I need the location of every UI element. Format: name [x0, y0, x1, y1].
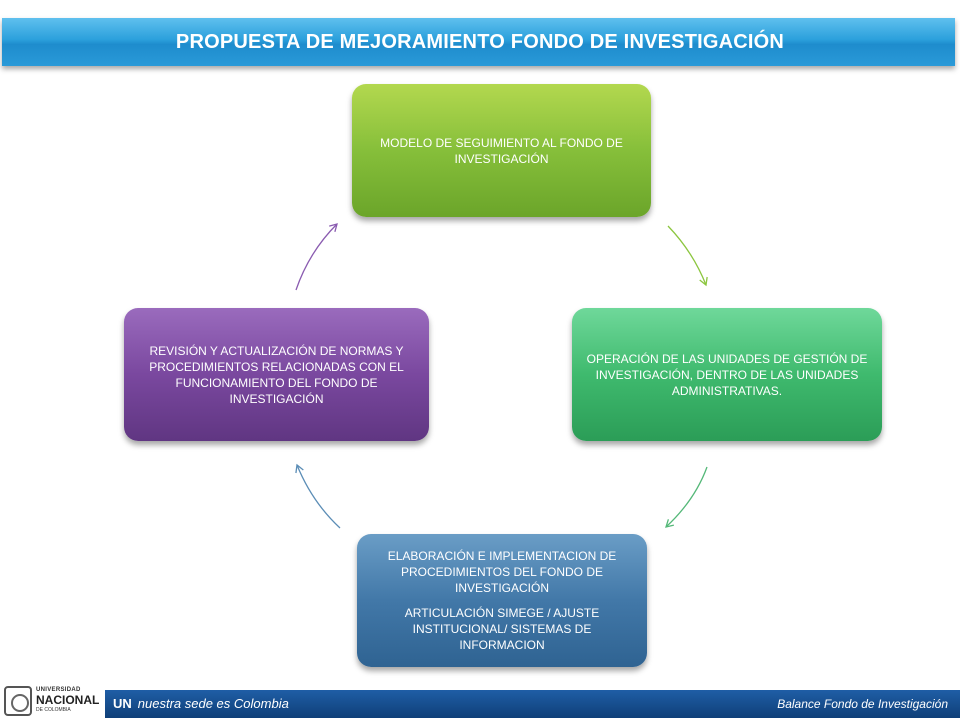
logo-line-2: NACIONAL — [36, 693, 100, 707]
cycle-step-monitoring-model: MODELO DE SEGUIMIENTO AL FONDO DE INVEST… — [352, 84, 651, 217]
cycle-step-label: REVISIÓN Y ACTUALIZACIÓN DE NORMAS Y PRO… — [149, 343, 404, 406]
university-logo: UNIVERSIDAD NACIONAL DE COLOMBIA — [4, 684, 102, 718]
cycle-step-label: MODELO DE SEGUIMIENTO AL FONDO DE INVEST… — [380, 135, 623, 166]
logo-wordmark: UNIVERSIDAD NACIONAL DE COLOMBIA — [36, 686, 102, 714]
footer-bar — [105, 690, 960, 718]
cycle-step-sublabel: ARTICULACIÓN SIMEGE / AJUSTE INSTITUCION… — [404, 606, 600, 652]
arrow-right-to-bottom — [665, 466, 708, 528]
cycle-step-norms-review: REVISIÓN Y ACTUALIZACIÓN DE NORMAS Y PRO… — [124, 308, 429, 441]
cycle-step-label: ELABORACIÓN E IMPLEMENTACION DE PROCEDIM… — [387, 549, 617, 595]
arrow-top-to-right — [667, 225, 708, 287]
cycle-step-research-units-operation: OPERACIÓN DE LAS UNIDADES DE GESTIÓN DE … — [572, 308, 882, 441]
arrow-left-to-top — [295, 223, 338, 291]
cycle-step-procedures-implementation: ELABORACIÓN E IMPLEMENTACION DE PROCEDIM… — [357, 534, 647, 667]
logo-line-1: UNIVERSIDAD — [36, 687, 81, 693]
arrow-bottom-to-left — [295, 463, 341, 529]
university-seal-icon — [4, 686, 32, 716]
title-bar — [2, 18, 955, 66]
footer-un: UN — [113, 696, 132, 711]
footer-tagline: UN nuestra sede es Colombia — [113, 690, 289, 718]
footer-presentation-title: Balance Fondo de Investigación — [777, 697, 948, 711]
logo-line-3: DE COLOMBIA — [36, 707, 71, 713]
footer-tagline-text: nuestra sede es Colombia — [137, 696, 289, 711]
cycle-step-label: OPERACIÓN DE LAS UNIDADES DE GESTIÓN DE … — [586, 351, 868, 398]
page-title: PROPUESTA DE MEJORAMIENTO FONDO DE INVES… — [175, 31, 785, 53]
